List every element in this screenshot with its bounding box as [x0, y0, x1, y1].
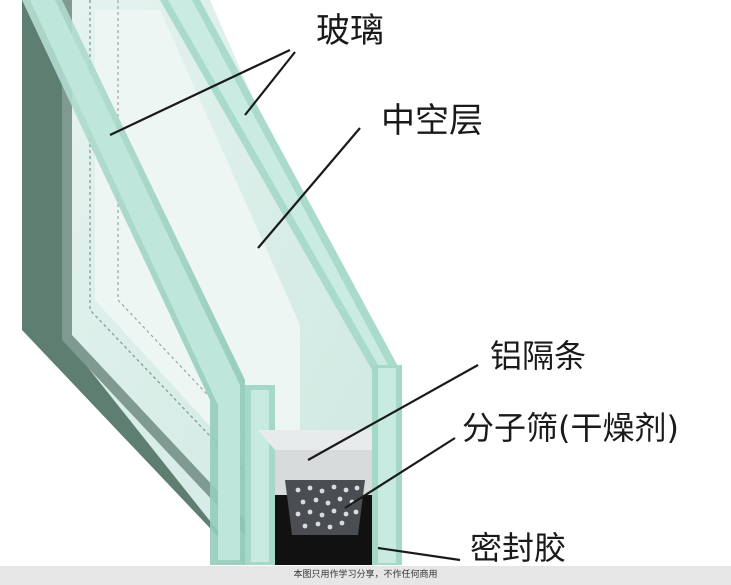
- front-glass-edge-left-face: [30, 0, 240, 560]
- leader-sieve: [344, 437, 456, 509]
- footer-disclaimer: 本图只用作学习分享，不作任何商用: [0, 566, 731, 585]
- sieve-dots: [295, 484, 360, 530]
- right-glass-vertical-face: [378, 368, 396, 563]
- label-molecular-sieve: 分子筛(干燥剂): [462, 409, 679, 447]
- inner-frame: [62, 0, 245, 535]
- cavity-surface: [95, 10, 300, 470]
- label-glass: 玻璃: [316, 11, 384, 51]
- label-cavity: 中空层: [381, 101, 483, 141]
- molecular-sieve: [285, 480, 365, 535]
- leader-sealant: [377, 546, 461, 562]
- leader-lines: [109, 49, 479, 562]
- label-sealant: 密封胶: [470, 529, 567, 567]
- left-glass-vertical-face: [251, 390, 269, 562]
- aluminium-spacer-top: [258, 430, 372, 450]
- label-aluminium-spacer: 铝隔条: [490, 337, 587, 375]
- front-glass-edge-right-face: [168, 0, 388, 365]
- leader-glass-2: [244, 51, 296, 116]
- leader-cavity: [257, 127, 361, 249]
- leader-glass-1: [109, 49, 291, 136]
- leader-spacer: [307, 364, 479, 461]
